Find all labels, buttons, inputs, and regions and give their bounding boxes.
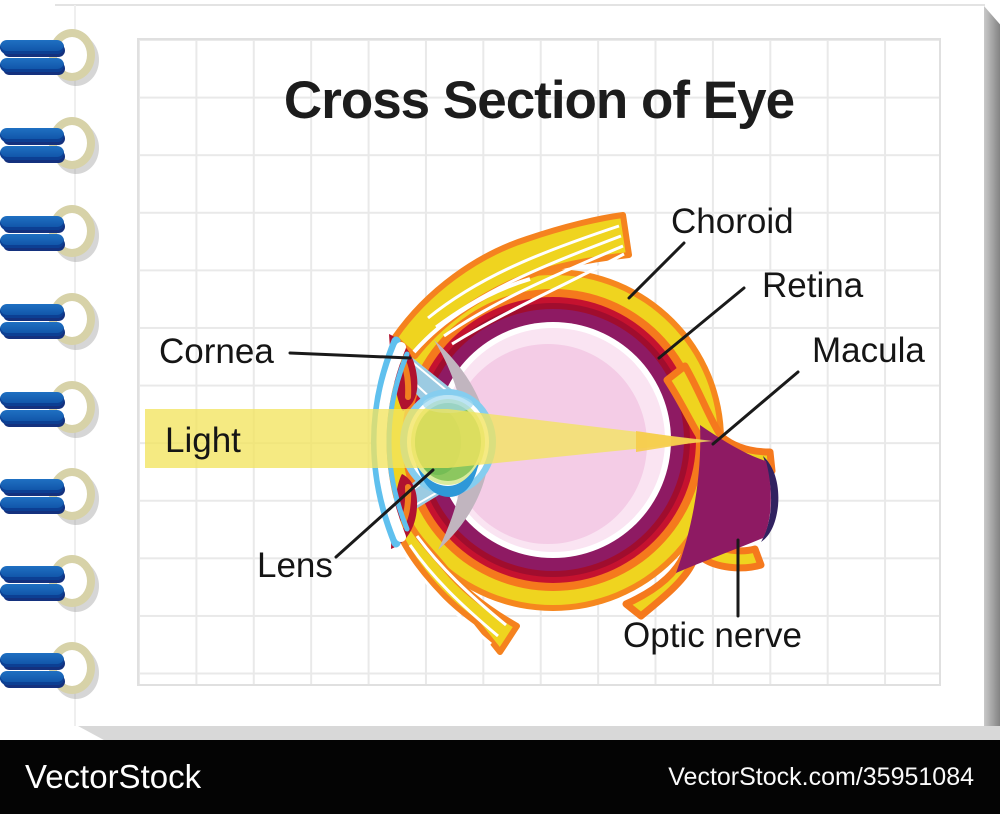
- binder-ring: [0, 204, 95, 258]
- macula-line: [711, 370, 800, 446]
- label-cornea: Cornea: [159, 332, 274, 371]
- page-right-shadow: [984, 6, 1000, 740]
- label-macula: Macula: [812, 331, 925, 370]
- binder-ring: [0, 28, 95, 82]
- label-retina: Retina: [762, 266, 864, 305]
- label-optic-nerve: Optic nerve: [623, 616, 802, 655]
- inferior-muscle: [391, 515, 520, 655]
- lens-line: [334, 468, 435, 559]
- diagram-title: Cross Section of Eye: [283, 71, 795, 130]
- choroid-line: [627, 241, 686, 300]
- binder-ring: [0, 641, 95, 695]
- binder-ring: [0, 380, 95, 434]
- label-lens: Lens: [257, 546, 333, 585]
- page-bottom-shadow: [78, 726, 1000, 740]
- optic-nerve-shape: [622, 362, 779, 620]
- label-choroid: Choroid: [671, 202, 794, 241]
- binder-ring: [0, 116, 95, 170]
- watermark-brand: VectorStock: [25, 758, 202, 795]
- watermark-bar: VectorStock VectorStock.com/35951084: [0, 740, 1000, 814]
- light-beam: [145, 409, 713, 468]
- cornea-line: [288, 351, 412, 360]
- watermark-url: VectorStock.com/35951084: [668, 763, 974, 791]
- retina-line: [657, 286, 746, 360]
- page-top-edge: [55, 4, 985, 6]
- binder-ring: [0, 554, 95, 608]
- binder-ring: [0, 467, 95, 521]
- page-fold-line: [74, 5, 76, 726]
- label-light: Light: [165, 421, 241, 460]
- binder-ring: [0, 292, 95, 346]
- label-lines: [288, 241, 800, 618]
- ciliary-shadow: [434, 340, 490, 550]
- superior-muscle: [392, 212, 632, 359]
